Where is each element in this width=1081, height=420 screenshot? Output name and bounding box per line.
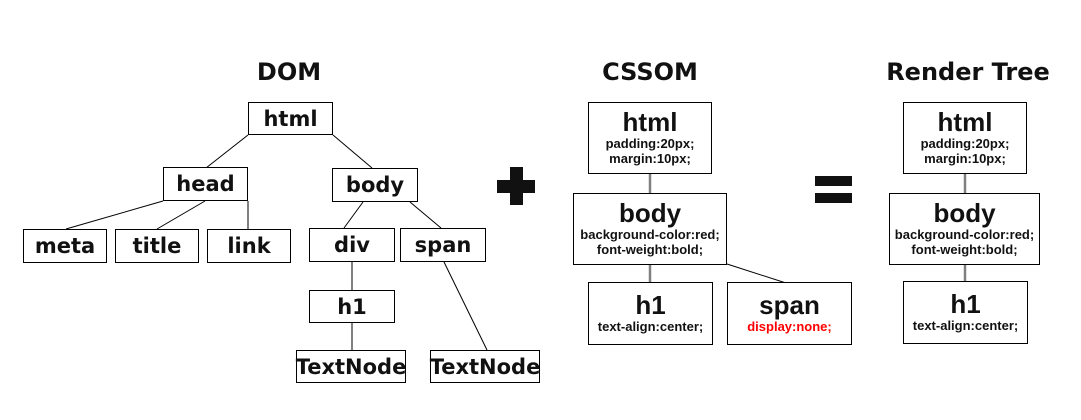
- dom-node-div: div: [309, 228, 395, 262]
- dom-node-h1: h1: [309, 290, 395, 323]
- cssom-node-h1: h1 text-align:center;: [588, 282, 713, 345]
- render-html-prop-margin: margin:10px;: [924, 151, 1006, 167]
- cssom-node-body-tag: body: [618, 197, 682, 228]
- render-node-html: html padding:20px; margin:10px;: [903, 102, 1027, 174]
- equals-bottom-bar: [815, 193, 852, 203]
- dom-section-title: DOM: [256, 58, 322, 86]
- dom-node-meta: meta: [23, 229, 107, 263]
- dom-node-body: body: [332, 168, 418, 202]
- render-node-h1-tag: h1: [950, 288, 981, 319]
- cssom-html-prop-margin: margin:10px;: [609, 151, 691, 167]
- dom-node-html-label: html: [263, 106, 318, 131]
- plus-vertical-bar: [509, 167, 523, 205]
- cssom-node-h1-tag: h1: [635, 289, 666, 320]
- cssom-section-title: CSSOM: [602, 58, 698, 86]
- render-tree-section-title: Render Tree: [886, 58, 1050, 86]
- render-html-prop-padding: padding:20px;: [920, 136, 1010, 152]
- dom-node-head-label: head: [176, 172, 235, 196]
- dom-node-div-label: div: [334, 233, 370, 257]
- render-node-html-tag: html: [937, 106, 993, 137]
- cssom-node-span: span display:none;: [727, 282, 852, 345]
- cssom-node-body: body background-color:red; font-weight:b…: [573, 193, 727, 265]
- dom-node-textnode-right: TextNode: [430, 350, 540, 383]
- dom-node-h1-label: h1: [337, 294, 367, 319]
- dom-node-textnode-left: TextNode: [296, 350, 406, 383]
- dom-node-textnode-left-label: TextNode: [295, 354, 407, 379]
- dom-node-link: link: [207, 229, 291, 263]
- render-node-h1: h1 text-align:center;: [903, 281, 1028, 344]
- cssom-body-prop-background: background-color:red;: [580, 227, 720, 243]
- cssom-node-html: html padding:20px; margin:10px;: [588, 102, 712, 174]
- render-h1-prop-textalign: text-align:center;: [912, 318, 1019, 334]
- dom-node-body-label: body: [345, 173, 405, 197]
- dom-node-title: title: [115, 229, 199, 263]
- cssom-node-html-tag: html: [622, 106, 678, 137]
- cssom-node-span-tag: span: [759, 289, 820, 320]
- dom-node-link-label: link: [227, 234, 271, 258]
- plus-operator: +: [497, 167, 535, 205]
- equals-top-bar: [815, 176, 852, 186]
- cssom-html-prop-padding: padding:20px;: [605, 136, 695, 152]
- dom-node-span-label: span: [414, 233, 472, 257]
- cssom-body-prop-fontweight: font-weight:bold;: [596, 242, 704, 258]
- dom-node-textnode-right-label: TextNode: [429, 354, 541, 379]
- render-node-body-tag: body: [933, 197, 996, 228]
- cssom-h1-prop-textalign: text-align:center;: [597, 319, 704, 335]
- render-body-prop-fontweight: font-weight:bold;: [911, 242, 1018, 258]
- render-node-body: body background-color:red; font-weight:b…: [889, 193, 1040, 265]
- dom-node-span: span: [400, 228, 486, 262]
- dom-node-meta-label: meta: [34, 234, 96, 258]
- cssom-span-prop-display-none: display:none;: [747, 319, 832, 335]
- render-body-prop-background: background-color:red;: [894, 227, 1035, 243]
- dom-node-title-label: title: [132, 234, 182, 258]
- dom-node-html: html: [248, 102, 333, 135]
- dom-node-head: head: [163, 167, 248, 201]
- equals-operator: =: [815, 176, 852, 203]
